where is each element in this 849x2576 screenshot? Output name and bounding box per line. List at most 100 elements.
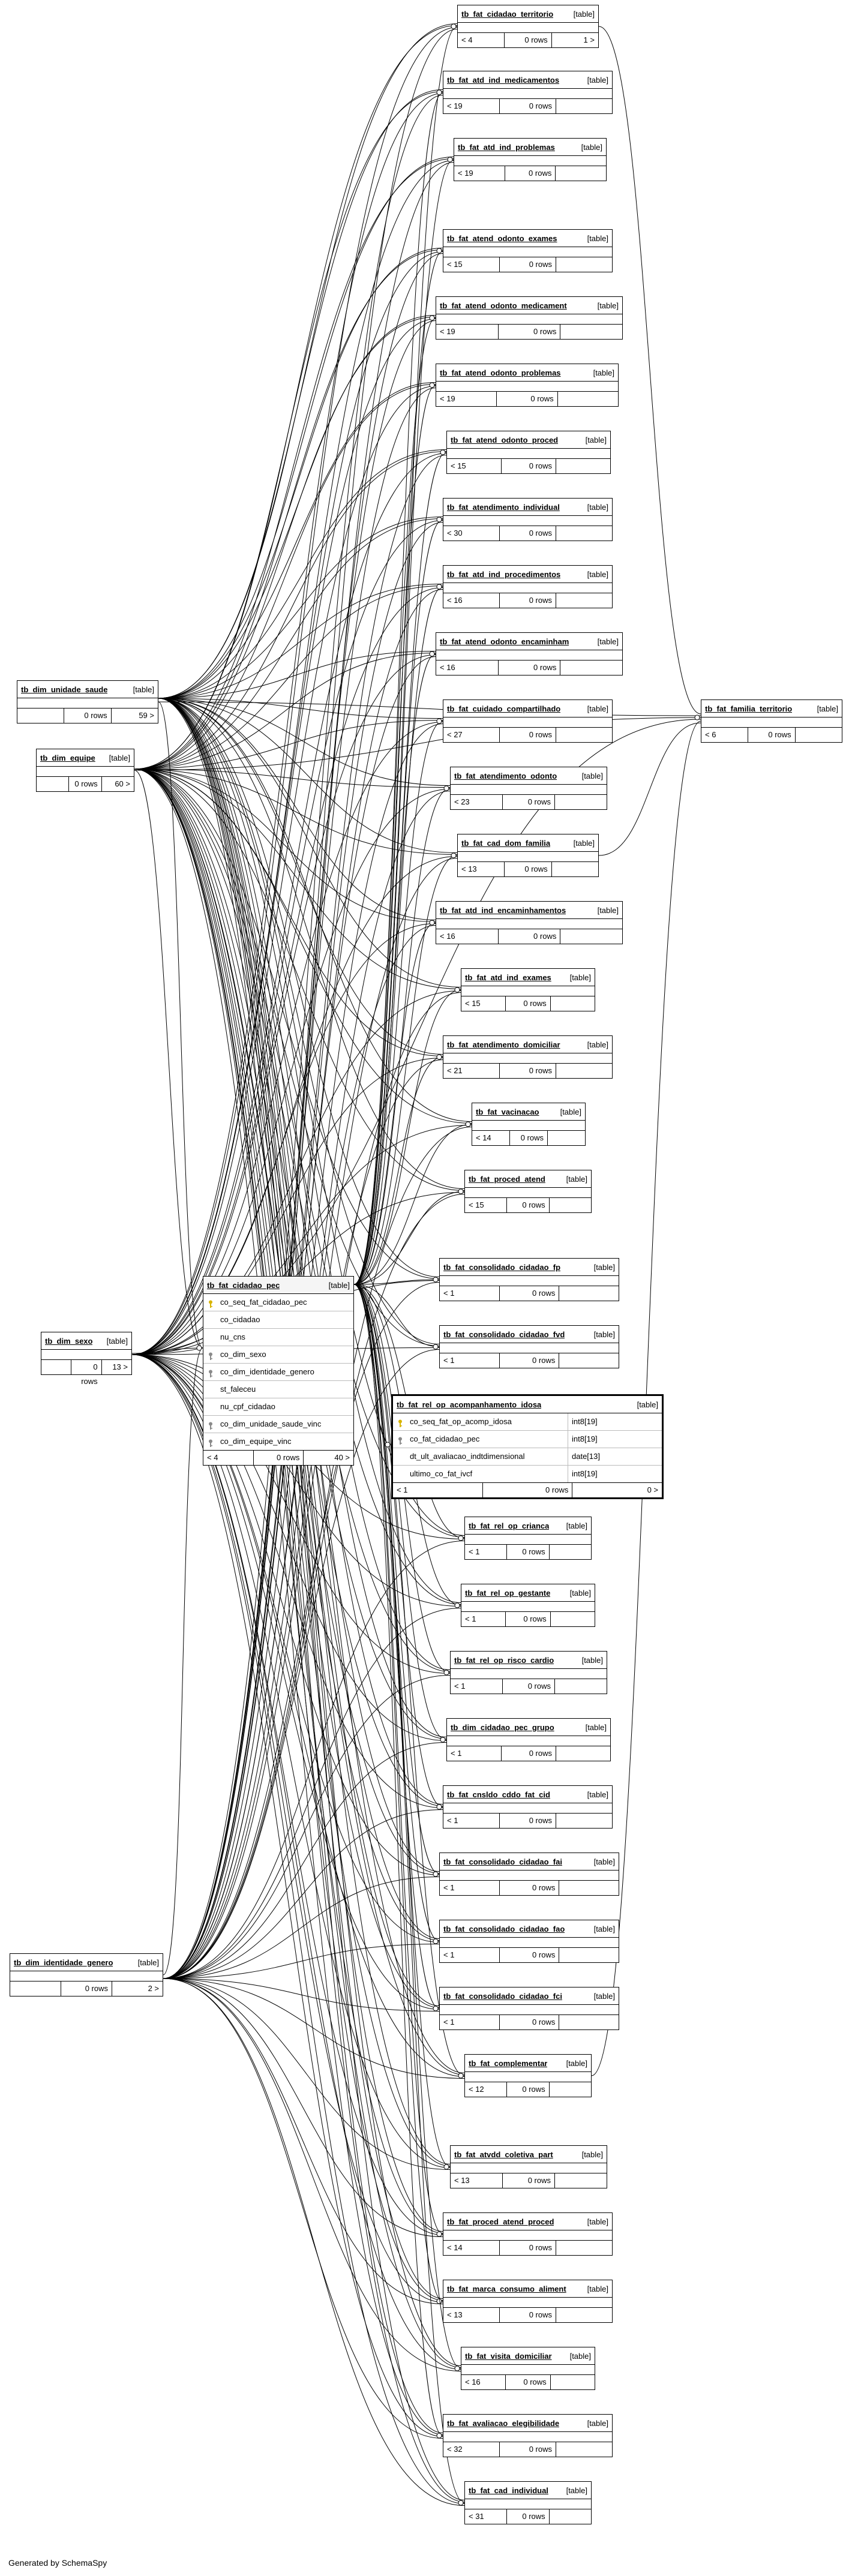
children-count[interactable]: 40 > — [334, 1453, 350, 1462]
children-count[interactable] — [556, 1064, 612, 1078]
parents-count[interactable]: < 16 — [436, 929, 499, 944]
children-count[interactable] — [559, 1353, 619, 1368]
parents-count[interactable] — [41, 1360, 72, 1374]
children-count[interactable] — [556, 99, 612, 113]
table-name-link[interactable]: tb_fat_consolidado_cidadao_fvd — [443, 1329, 565, 1339]
table-name-link[interactable]: tb_fat_proced_atend — [469, 1174, 545, 1184]
table-name-link[interactable]: tb_fat_consolidado_cidadao_fp — [443, 1262, 561, 1272]
children-count[interactable] — [556, 593, 612, 608]
table-tb-fat-atend-odonto-medicament[interactable]: tb_fat_atend_odonto_medicament[table]< 1… — [436, 296, 623, 340]
table-name-link[interactable]: tb_fat_cuidado_compartilhado — [447, 704, 561, 713]
table-name-link[interactable]: tb_fat_rel_op_risco_cardio — [454, 1655, 554, 1665]
column-row[interactable]: co_seq_fat_cidadao_pec — [203, 1294, 353, 1311]
children-count[interactable] — [560, 929, 622, 944]
children-count[interactable]: 1 > — [583, 35, 595, 44]
table-name-link[interactable]: tb_fat_atendimento_odonto — [454, 771, 557, 780]
table-name-link[interactable]: tb_fat_atendimento_individual — [447, 502, 560, 512]
table-name-link[interactable]: tb_fat_atd_ind_encaminhamentos — [440, 905, 566, 915]
table-name-link[interactable]: tb_fat_atvdd_coletiva_part — [454, 2149, 553, 2159]
children-count[interactable] — [548, 1131, 585, 1145]
children-count[interactable] — [551, 2375, 595, 2389]
table-name-link[interactable]: tb_fat_consolidado_cidadao_fai — [443, 1857, 562, 1866]
children-count[interactable] — [559, 1286, 619, 1301]
table-name-link[interactable]: tb_fat_consolidado_cidadao_fao — [443, 1924, 565, 1933]
table-name-link[interactable]: tb_fat_rel_op_crianca — [469, 1521, 550, 1530]
children-count[interactable] — [556, 2308, 612, 2322]
table-name-link[interactable]: tb_fat_atd_ind_medicamentos — [447, 75, 560, 85]
column-row[interactable]: co_dim_unidade_saude_vinc — [203, 1416, 353, 1433]
children-count[interactable] — [558, 392, 618, 406]
column-row[interactable]: nu_cns — [203, 1329, 353, 1346]
table-name-link[interactable]: tb_fat_vacinacao — [476, 1107, 539, 1116]
children-count[interactable] — [556, 257, 612, 272]
table-name-link[interactable]: tb_dim_identidade_genero — [14, 1957, 113, 1967]
table-tb-fat-atendimento-individual[interactable]: tb_fat_atendimento_individual[table]< 30… — [443, 498, 613, 541]
children-count[interactable]: 60 > — [115, 779, 130, 788]
children-count[interactable] — [560, 660, 622, 675]
parents-count[interactable]: < 1 — [440, 1353, 500, 1368]
table-name-link[interactable]: tb_fat_rel_op_acompanhamento_idosa — [397, 1400, 542, 1409]
table-name-link[interactable]: tb_fat_familia_territorio — [705, 704, 793, 713]
parents-count[interactable] — [17, 708, 65, 723]
parents-count[interactable]: < 4 — [458, 33, 505, 47]
column-row[interactable]: co_dim_equipe_vinc — [203, 1433, 353, 1450]
table-name-link[interactable]: tb_fat_complementar — [469, 2058, 548, 2068]
column-row[interactable]: co_dim_sexo — [203, 1346, 353, 1364]
table-tb-fat-atendimento-domiciliar[interactable]: tb_fat_atendimento_domiciliar[table]< 21… — [443, 1035, 613, 1079]
table-name-link[interactable]: tb_fat_atd_ind_problemas — [458, 142, 555, 152]
parents-count[interactable]: < 1 — [451, 1679, 503, 1694]
parents-count[interactable]: < 6 — [701, 728, 749, 742]
parents-count[interactable]: < 4 — [203, 1451, 254, 1465]
parents-count[interactable]: < 23 — [451, 795, 503, 809]
table-name-link[interactable]: tb_dim_equipe — [40, 753, 95, 762]
parents-count[interactable]: < 16 — [461, 2375, 506, 2389]
column-row[interactable]: co_dim_identidade_genero — [203, 1364, 353, 1381]
parents-count[interactable]: < 1 — [447, 1746, 502, 1761]
parents-count[interactable]: < 1 — [465, 1545, 508, 1559]
children-count[interactable] — [556, 728, 612, 742]
table-name-link[interactable]: tb_fat_atend_odonto_medicament — [440, 301, 567, 310]
parents-count[interactable]: < 1 — [461, 1612, 506, 1626]
children-count[interactable] — [551, 1612, 595, 1626]
parents-count[interactable]: < 15 — [465, 1198, 508, 1212]
parents-count[interactable]: < 1 — [440, 1948, 500, 1962]
children-count[interactable] — [556, 526, 612, 541]
column-row[interactable]: nu_cpf_cidadao — [203, 1398, 353, 1416]
children-count[interactable] — [555, 795, 607, 809]
children-count[interactable]: 13 > — [112, 1362, 128, 1371]
children-count[interactable] — [550, 1198, 591, 1212]
table-name-link[interactable]: tb_fat_atend_odonto_exames — [447, 233, 557, 243]
table-tb-fat-avaliacao-elegibilidade[interactable]: tb_fat_avaliacao_elegibilidade[table]< 3… — [443, 2414, 613, 2457]
children-count[interactable] — [796, 728, 842, 742]
table-name-link[interactable]: tb_fat_proced_atend_proced — [447, 2217, 554, 2226]
parents-count[interactable]: < 19 — [436, 325, 499, 339]
parents-count[interactable]: < 15 — [443, 257, 500, 272]
table-name-link[interactable]: tb_fat_atd_ind_exames — [465, 972, 551, 982]
children-count[interactable]: 59 > — [139, 711, 154, 720]
table-name-link[interactable]: tb_dim_unidade_saude — [21, 684, 108, 694]
children-count[interactable] — [556, 459, 610, 473]
children-count[interactable] — [551, 996, 595, 1011]
parents-count[interactable]: < 13 — [443, 2308, 500, 2322]
parents-count[interactable]: < 21 — [443, 1064, 500, 1078]
parents-count[interactable]: < 16 — [443, 593, 500, 608]
children-count[interactable] — [552, 862, 598, 876]
children-count[interactable] — [555, 1679, 607, 1694]
table-name-link[interactable]: tb_fat_marca_consumo_aliment — [447, 2284, 566, 2293]
column-row[interactable]: co_cidadao — [203, 1311, 353, 1329]
